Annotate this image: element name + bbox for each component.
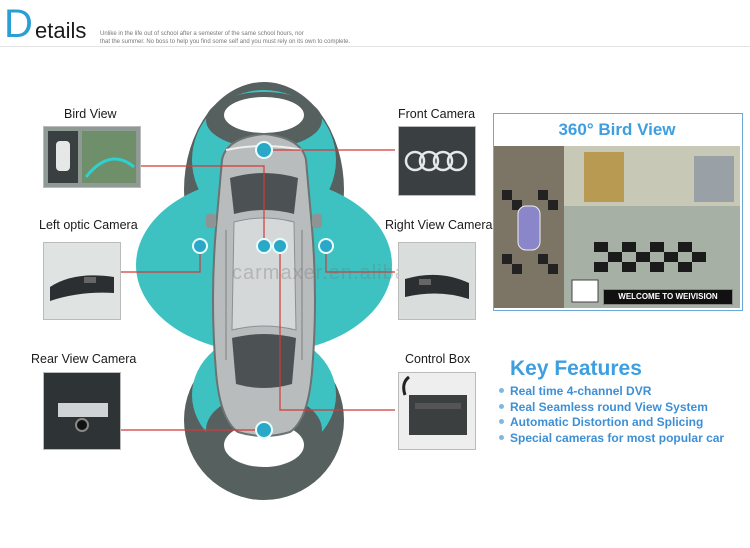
header-initial: D [4, 2, 33, 46]
connector-lines [120, 149, 395, 431]
label-front-camera: Front Camera [398, 107, 476, 121]
bird-view-title: 360° Bird View [558, 120, 676, 139]
bird-view-car [517, 205, 541, 251]
feature-text: Real time 4-channel DVR [510, 384, 652, 398]
right-camera-marker [318, 238, 334, 254]
label-bird-view: Bird View [64, 107, 117, 121]
checker-pattern-right [594, 242, 706, 272]
key-features-title: Key Features [510, 357, 642, 380]
welcome-banner: WELCOME TO WEIVISION [603, 289, 733, 305]
control-box-photo [398, 372, 476, 450]
header-title: etails [35, 18, 87, 43]
left-camera-marker [192, 238, 208, 254]
center-camera-marker-1 [256, 238, 272, 254]
header-subtitle-line1: Unlike in the life out of school after a… [100, 31, 304, 37]
feature-text: Automatic Distortion and Splicing [510, 415, 704, 429]
bullet-icon [499, 388, 504, 394]
checker-pattern-left [502, 190, 558, 274]
feature-item: Automatic Distortion and Splicing [499, 415, 703, 429]
bullet-icon [499, 435, 504, 441]
feature-item: Real time 4-channel DVR [499, 384, 651, 398]
center-camera-marker-2 [272, 238, 288, 254]
label-control-box: Control Box [405, 352, 471, 366]
left-camera-photo [43, 242, 121, 320]
header-divider [0, 46, 750, 47]
rear-camera-marker [255, 421, 273, 439]
front-camera-photo [398, 126, 476, 196]
header-subtitle: Unlike in the life out of school after a… [100, 30, 380, 46]
bird-view-photo [43, 126, 141, 188]
bird-view-scene [494, 146, 740, 308]
front-inner-white [224, 97, 304, 133]
camera-markers [192, 141, 334, 439]
bird-view-logo [571, 279, 599, 303]
bullet-icon [499, 419, 504, 425]
front-camera-marker [255, 141, 273, 159]
right-camera-photo [398, 242, 476, 320]
feature-text: Real Seamless round View System [510, 400, 708, 414]
feature-item: Special cameras for most popular car [499, 431, 724, 445]
rear-camera-photo [43, 372, 121, 450]
bullet-icon [499, 404, 504, 410]
label-rear-view-camera: Rear View Camera [31, 352, 137, 366]
feature-text: Special cameras for most popular car [510, 431, 725, 445]
header-subtitle-line2: that the summer. No boss to help you fin… [100, 39, 351, 45]
feature-item: Real Seamless round View System [499, 400, 708, 414]
label-left-optic-camera: Left optic Camera [39, 218, 138, 232]
label-right-view-camera: Right View Camera [385, 218, 493, 232]
